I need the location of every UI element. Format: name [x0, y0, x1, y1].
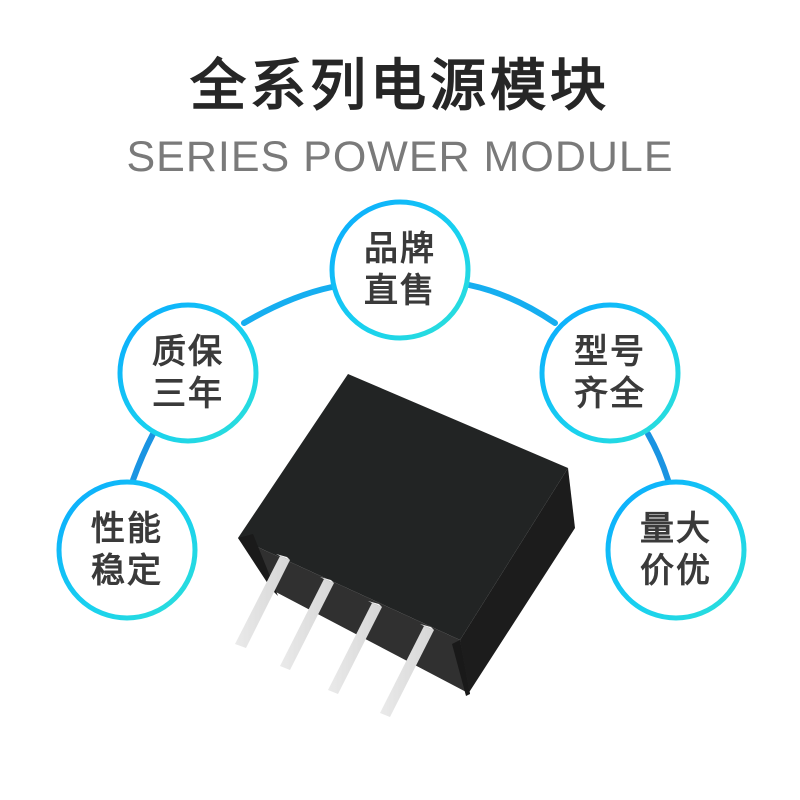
pin-3: [328, 601, 382, 694]
badge-line1: 品牌: [364, 229, 436, 269]
badge-line2: 三年: [152, 374, 224, 414]
pin-2: [280, 577, 334, 670]
badge-line2: 齐全: [574, 374, 646, 414]
connector-arcs: [130, 282, 671, 483]
badge-brand-direct-sale: 品牌 直售: [330, 200, 470, 340]
arc-stable-warranty: [130, 431, 156, 483]
ring-warranty: [117, 302, 259, 444]
badge-warranty-three-years: 质保 三年: [118, 303, 258, 443]
arc-direct-models: [466, 282, 558, 326]
badge-line1: 量大: [640, 509, 712, 549]
arc-warranty-direct: [241, 284, 335, 326]
ring-direct: [329, 199, 471, 341]
badge-line2: 稳定: [91, 551, 163, 591]
badge-complete-models: 型号 齐全: [540, 303, 680, 443]
pin-1: [235, 554, 290, 648]
badge-rings: [56, 199, 747, 621]
badge-line1: 性能: [91, 509, 163, 549]
arc-models-price: [645, 431, 671, 483]
badge-line1: 质保: [152, 332, 224, 372]
power-module-image: [235, 374, 575, 717]
badge-bulk-price: 量大 价优: [606, 480, 746, 620]
badge-performance-stable: 性能 稳定: [57, 480, 197, 620]
module-pins: [235, 554, 434, 717]
badge-line1: 型号: [574, 332, 646, 372]
page-subtitle: SERIES POWER MODULE: [126, 133, 674, 181]
module-side-face: [460, 468, 575, 694]
pin-4: [380, 624, 434, 717]
ring-price: [605, 479, 747, 621]
ring-stable: [56, 479, 198, 621]
page-title: 全系列电源模块: [190, 54, 610, 119]
ring-models: [539, 302, 681, 444]
badge-line2: 直售: [364, 271, 436, 311]
module-top-face: [238, 374, 568, 640]
badge-line2: 价优: [640, 551, 712, 591]
